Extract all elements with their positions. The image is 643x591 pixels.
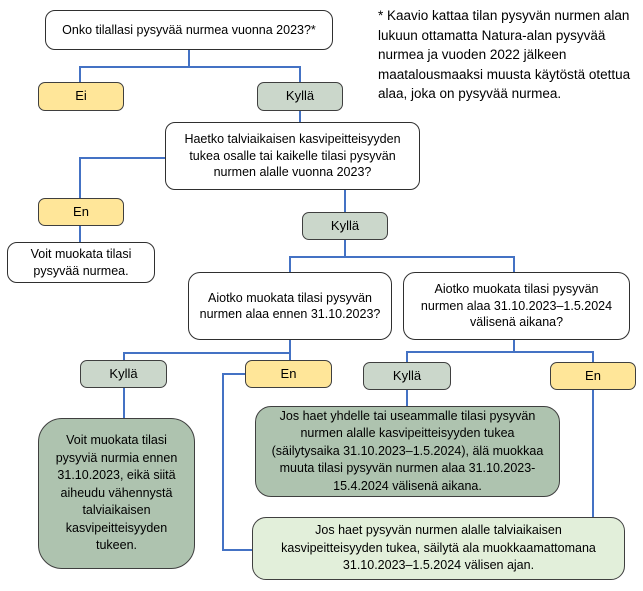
- connector-line: [344, 190, 346, 212]
- answer-kylla-1: Kyllä: [257, 82, 343, 111]
- connector-line: [123, 388, 125, 418]
- answer-kylla-4: Kyllä: [363, 362, 451, 390]
- result-label: Jos haet pysyvän nurmen alalle talviaika…: [281, 523, 596, 573]
- answer-kylla-3: Kyllä: [80, 360, 167, 388]
- decision-label: Aiotko muokata tilasi pysyvän nurmen ala…: [199, 290, 381, 322]
- connector-line: [299, 66, 301, 82]
- decision-label: Aiotko muokata tilasi pysyvän nurmen ala…: [420, 282, 613, 330]
- connector-line: [222, 373, 246, 375]
- connector-line: [289, 256, 515, 258]
- answer-en-1: En: [38, 198, 124, 226]
- connector-line: [592, 390, 594, 517]
- decision-apply-winter-cover-support: Haetko talviaikaisen kasvipeitteisyyden …: [165, 122, 420, 190]
- connector-line: [79, 226, 81, 242]
- connector-line: [289, 256, 291, 272]
- connector-line: [123, 352, 125, 360]
- connector-line: [513, 340, 515, 352]
- connector-line: [344, 240, 346, 258]
- connector-line: [222, 373, 224, 551]
- connector-line: [406, 351, 594, 353]
- answer-label: Ei: [75, 88, 87, 104]
- result-keep-area-unmodified: Jos haet pysyvän nurmen alalle talviaika…: [252, 517, 625, 580]
- answer-kylla-2: Kyllä: [302, 212, 388, 240]
- connector-line: [79, 66, 301, 68]
- answer-label: Kyllä: [392, 367, 422, 383]
- answer-label: En: [73, 203, 89, 219]
- answer-en-3: En: [550, 362, 636, 390]
- decision-label: Onko tilallasi pysyvää nurmea vuonna 202…: [62, 22, 316, 37]
- result-modify-before-deadline-no-reduction: Voit muokata tilasi pysyviä nurmia ennen…: [38, 418, 195, 569]
- decision-modify-before-31-10-2023: Aiotko muokata tilasi pysyvän nurmen ala…: [188, 272, 392, 340]
- decision-label: Haetko talviaikaisen kasvipeitteisyyden …: [184, 132, 401, 180]
- answer-label: Kyllä: [285, 88, 315, 104]
- connector-line: [406, 351, 408, 362]
- decision-has-permanent-grassland: Onko tilallasi pysyvää nurmea vuonna 202…: [45, 10, 333, 50]
- footnote-text: * Kaavio kattaa tilan pysyvän nurmen ala…: [378, 8, 631, 101]
- result-do-not-modify-other-area: Jos haet yhdelle tai useammalle tilasi p…: [255, 406, 560, 497]
- answer-en-2: En: [245, 360, 332, 388]
- connector-line: [222, 549, 254, 551]
- connector-line: [79, 66, 81, 82]
- answer-label: En: [280, 365, 297, 381]
- connector-line: [299, 111, 301, 122]
- result-label: Jos haet yhdelle tai useammalle tilasi p…: [271, 408, 544, 493]
- connector-line: [592, 351, 594, 362]
- connector-line: [188, 50, 190, 67]
- answer-ei: Ei: [38, 82, 124, 111]
- connector-line: [513, 256, 515, 272]
- connector-line: [289, 340, 291, 360]
- connector-line: [406, 390, 408, 407]
- answer-label: Kyllä: [109, 365, 138, 381]
- result-label: Voit muokata tilasi pysyviä nurmia ennen…: [55, 433, 178, 553]
- result-can-modify-grassland: Voit muokata tilasi pysyvää nurmea.: [7, 242, 155, 283]
- decision-modify-between-dates: Aiotko muokata tilasi pysyvän nurmen ala…: [403, 272, 630, 340]
- answer-label: Kyllä: [330, 217, 360, 233]
- connector-line: [79, 157, 81, 198]
- connector-line: [79, 157, 166, 159]
- result-label: Voit muokata tilasi pysyvää nurmea.: [30, 247, 132, 278]
- connector-line: [123, 352, 291, 354]
- answer-label: En: [585, 367, 601, 383]
